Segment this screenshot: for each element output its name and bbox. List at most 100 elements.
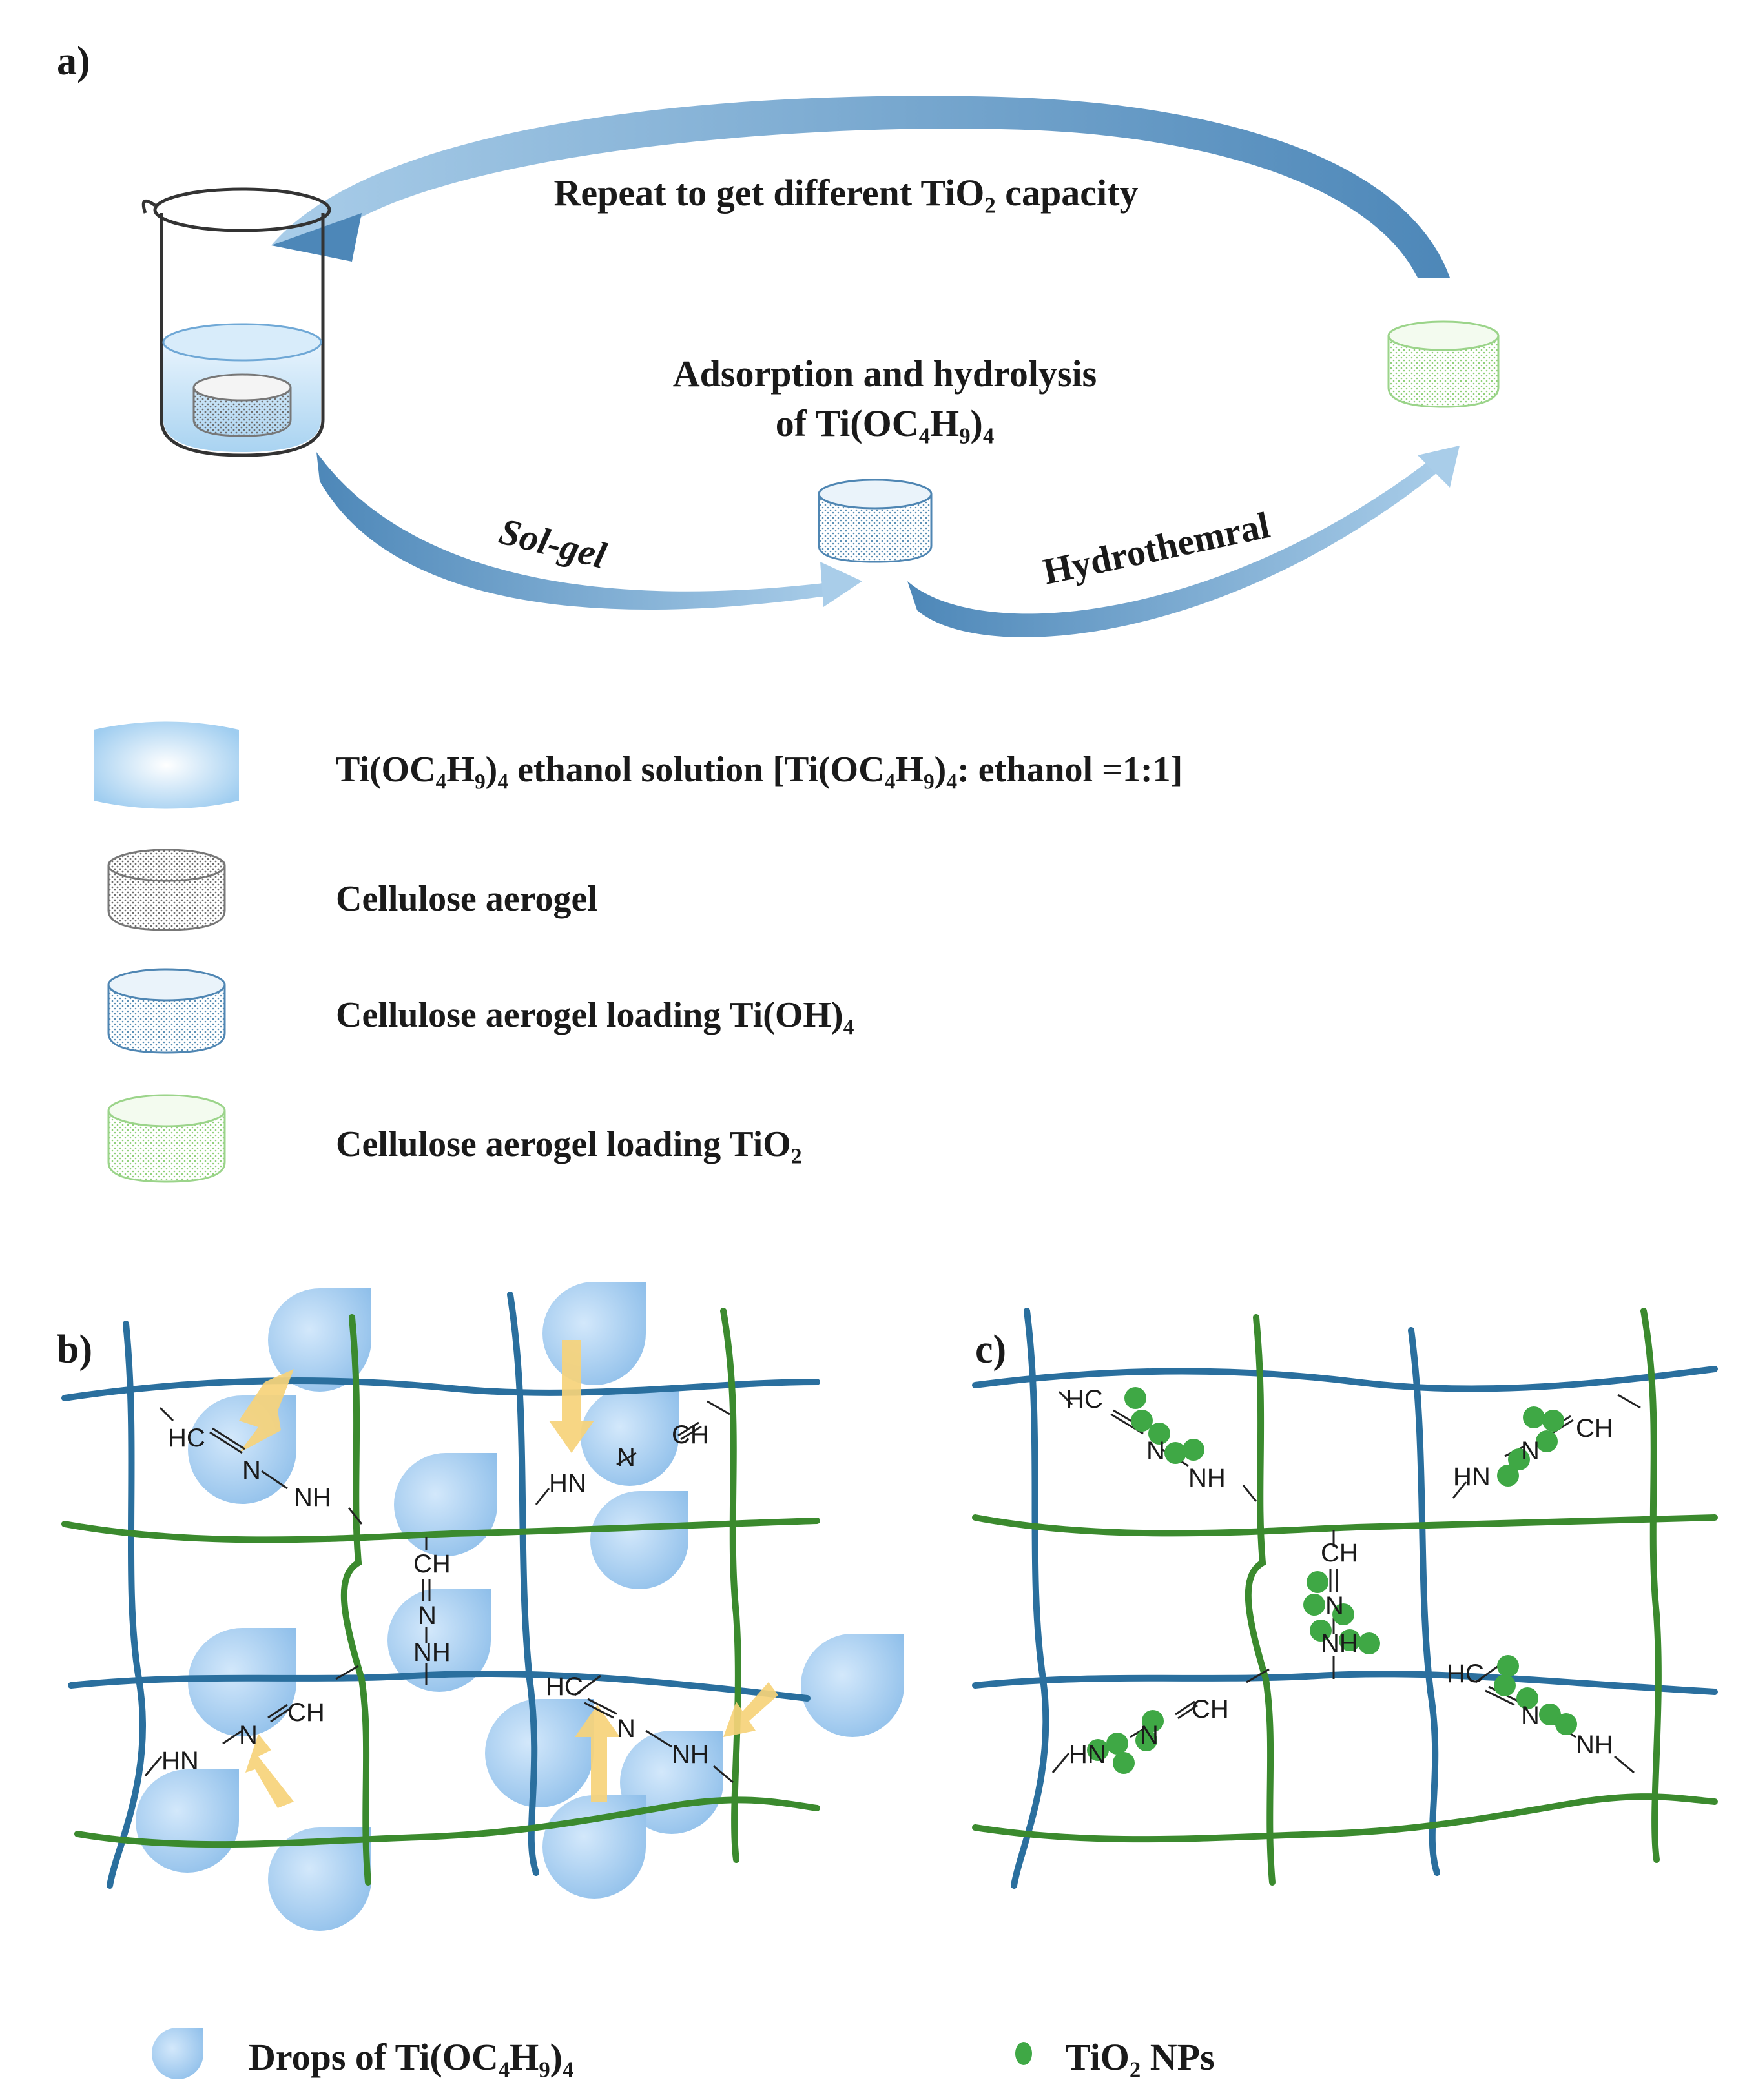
n-label: N [617,1443,635,1472]
tio2-np [1164,1442,1186,1464]
bonds-b [144,1400,734,1784]
yellow-arrow [549,1340,594,1453]
hn-label: HN [549,1469,586,1498]
panel-b: HC N NH CH N HN CH N NH CH N HN HC N NH … [57,1282,904,1931]
adsorption-text-2: of Ti(OC₄H₉)₄ [776,402,994,444]
drop [485,1699,594,1807]
ch-label: CH [672,1421,709,1449]
legend-tioh4-label: Cellulose aerogel loading Ti(OH)₄ [336,995,854,1035]
hc-label: HC [1447,1660,1484,1688]
green-fibers [61,1308,820,1886]
yellow-arrows [239,1340,778,1808]
tio2-np [1148,1423,1170,1445]
ch-label: CH [1576,1414,1613,1443]
panel-c-label: c) [975,1328,1006,1372]
solgel-arrow-head [820,562,862,607]
nanoparticles [1087,1387,1577,1774]
hn-label: HN [1453,1463,1491,1491]
hc-label: HC [168,1424,205,1452]
nh-label: NH [1576,1731,1613,1759]
solgel-arrow [316,452,840,610]
n-label: N [1521,1437,1540,1465]
legend-aerogel-label: Cellulose aerogel [336,879,597,919]
tio2-np [1106,1733,1128,1755]
yellow-arrow [239,1369,294,1453]
tio2-np [1523,1406,1545,1428]
nh-label: NH [672,1740,709,1769]
ch-label: CH [1321,1539,1358,1567]
tio2-np [1135,1729,1157,1751]
beaker-icon [141,187,331,457]
tio2-np [1183,1439,1204,1461]
drop [801,1634,904,1737]
n-label: N [242,1456,261,1485]
drop [188,1628,296,1736]
ch-label: CH [287,1698,325,1727]
solgel-label: Sol-gel [495,510,611,577]
yellow-arrow [723,1682,778,1737]
tio2-np [1536,1430,1558,1452]
tio2-np [1494,1674,1516,1696]
tio2-np [1339,1629,1361,1651]
yellow-arrow [575,1705,620,1802]
hn-label: HN [161,1747,199,1775]
legend-drop-icon [152,2028,203,2079]
drop [136,1769,239,1873]
green-fibers [972,1308,1718,1886]
tio2-np [1087,1739,1109,1761]
yellow-arrow [245,1734,294,1808]
n-label: N [617,1714,635,1743]
legend-drops-label: Drops of Ti(OC₄H₉)₄ [249,2036,573,2078]
tio2-np [1358,1632,1380,1654]
tio2-np [1307,1571,1328,1593]
drop [590,1491,688,1589]
bonds-c [1051,1390,1641,1774]
hc-label: HC [546,1673,583,1701]
tio2-np [1142,1710,1164,1732]
ch-label: CH [413,1550,451,1578]
n-label: N [1146,1437,1165,1465]
legend-aerogel-icon [107,849,226,931]
tio2-np [1497,1655,1519,1677]
ch-label: CH [1192,1695,1229,1724]
tio2-np [1508,1448,1530,1470]
legend-np-icon [1015,2042,1032,2065]
n-label: N [1521,1702,1540,1730]
tio2-np [1539,1704,1561,1725]
aerogel-tio2-icon [1387,320,1500,408]
panel-b-label: b) [57,1328,92,1372]
nh-label: NH [1188,1464,1226,1492]
tio2-np [1113,1752,1135,1774]
legend-tio2-label: Cellulose aerogel loading TiO₂ [336,1124,802,1164]
tio2-np [1555,1713,1577,1735]
hc-label: HC [1066,1385,1103,1414]
labels-c: HC N NH CH N HN CH N NH CH N HN HC N NH [1066,1385,1613,1769]
n-label: N [1325,1592,1344,1620]
hydrothermal-arrow [907,452,1447,637]
panel-a-label: a) [57,39,90,83]
labels-b: HC N NH CH N HN CH N NH CH N HN HC N NH [161,1421,709,1775]
tio2-np [1124,1387,1146,1409]
nh-label: NH [294,1483,331,1512]
hn-label: HN [1069,1740,1106,1769]
tio2-np [1310,1620,1332,1642]
repeat-arrow-head [271,213,362,262]
aerogel-tioh4-icon [818,479,933,563]
n-label: N [418,1601,437,1630]
nh-label: NH [413,1638,451,1667]
legend-solution-label: Ti(OC₄H₉)₄ ethanol solution [Ti(OC₄H₉)₄:… [336,750,1183,790]
adsorption-text-1: Adsorption and hydrolysis [673,353,1097,395]
tio2-np [1542,1410,1564,1432]
repeat-arrow [271,96,1450,278]
tio2-np [1497,1465,1519,1487]
blue-fibers [61,1292,820,1889]
legend-tioh4-icon [107,968,226,1054]
legend-solution-icon [94,721,239,809]
legend-nps-label: TiO₂ NPs [1066,2036,1215,2078]
legend-tio2-icon [107,1094,226,1183]
drop [542,1282,646,1385]
repeat-text: Repeat to get different TiO₂ capacity [554,172,1139,214]
hydrothermal-arrow-head [1418,446,1460,488]
tio2-np [1516,1687,1538,1709]
